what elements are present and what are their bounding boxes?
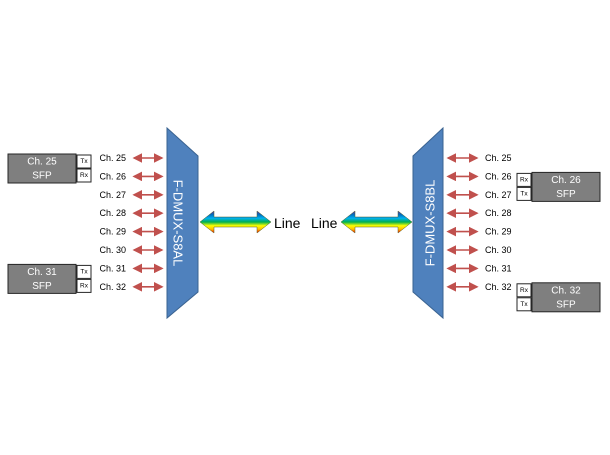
right-channel-label: Ch. 25 xyxy=(485,153,512,163)
right-sfp-channel: Ch. 32 xyxy=(551,285,581,296)
left-channel-row: Ch. 30 xyxy=(99,245,164,255)
right-mux-body xyxy=(412,126,444,320)
left-sfp-port-label: Rx xyxy=(80,282,89,289)
right-sfp-box xyxy=(531,171,601,202)
right-sfp-port xyxy=(516,283,532,298)
left-channel-label: Ch. 25 xyxy=(99,153,126,163)
left-channel-row: Ch. 28 xyxy=(99,208,164,218)
right-sfp-port-label: Tx xyxy=(520,301,528,308)
left-sfp-port xyxy=(76,264,92,279)
right-sfp-type: SFP xyxy=(556,299,576,310)
left-line-arrow xyxy=(199,210,272,234)
right-channel-label: Ch. 28 xyxy=(485,208,512,218)
left-channel-row: Ch. 32 xyxy=(99,282,164,292)
right-sfp-type: SFP xyxy=(556,189,576,200)
left-sfp-channel: Ch. 25 xyxy=(27,157,57,168)
right-sfp-port-label: Tx xyxy=(520,190,528,197)
right-channel-label: Ch. 27 xyxy=(485,190,512,200)
right-channel-row: Ch. 30 xyxy=(446,245,512,255)
right-channel-row: Ch. 27 xyxy=(446,190,512,200)
left-channel-label: Ch. 30 xyxy=(99,245,126,255)
left-channel-list: Ch. 25 Ch. 26 Ch. 27 Ch. 28 Ch. 29 Ch. 30 Ch. … xyxy=(99,153,164,292)
right-channel-label: Ch. 26 xyxy=(485,171,512,181)
right-sfp-port xyxy=(516,172,532,187)
right-channel-label: Ch. 31 xyxy=(485,263,512,273)
left-sfp-type: SFP xyxy=(32,281,52,292)
left-mux-label: F-DMUX-S8AL xyxy=(171,180,186,267)
left-channel-row: Ch. 29 xyxy=(99,227,164,237)
right-sfp-channel: Ch. 26 xyxy=(551,175,581,186)
right-sfp-port-label: Rx xyxy=(520,287,529,294)
left-sfp-channel: Ch. 31 xyxy=(27,267,57,278)
left-channel-row: Ch. 27 xyxy=(99,190,164,200)
right-channel-row: Ch. 26 xyxy=(446,171,512,181)
left-channel-row: Ch. 26 xyxy=(99,171,164,181)
left-sfp-box xyxy=(7,263,77,294)
left-line-label: Line xyxy=(274,215,301,231)
right-sfp-box xyxy=(531,282,601,313)
right-channel-label: Ch. 32 xyxy=(485,282,512,292)
right-sfp-port-label: Rx xyxy=(520,176,529,183)
left-channel-label: Ch. 26 xyxy=(99,171,126,181)
left-channel-row: Ch. 31 xyxy=(99,263,164,273)
right-channel-row: Ch. 31 xyxy=(446,263,512,273)
left-channel-row: Ch. 25 xyxy=(99,153,164,163)
left-channel-label: Ch. 32 xyxy=(99,282,126,292)
right-line-label: Line xyxy=(311,215,338,231)
left-sfp-port xyxy=(76,154,92,169)
right-channel-label: Ch. 30 xyxy=(485,245,512,255)
left-sfp-type: SFP xyxy=(32,171,52,182)
right-channel-label: Ch. 29 xyxy=(485,227,512,237)
left-sfp-port-label: Tx xyxy=(80,158,88,165)
right-line-arrow xyxy=(340,210,413,234)
right-sfp-port xyxy=(516,186,532,201)
left-sfp-port xyxy=(76,168,92,183)
left-sfp-port-label: Rx xyxy=(80,172,89,179)
right-mux-label: F-DMUX-S8BL xyxy=(423,180,438,267)
right-channel-row: Ch. 25 xyxy=(446,153,512,163)
left-channel-label: Ch. 27 xyxy=(99,190,126,200)
left-channel-label: Ch. 28 xyxy=(99,208,126,218)
left-channel-label: Ch. 29 xyxy=(99,227,126,237)
left-sfp-port-label: Tx xyxy=(80,268,88,275)
right-channel-row: Ch. 28 xyxy=(446,208,512,218)
right-channel-row: Ch. 32 xyxy=(446,282,512,292)
right-sfp-port xyxy=(516,297,532,312)
left-sfp-port xyxy=(76,278,92,293)
left-mux-body xyxy=(166,126,199,320)
left-sfp-box xyxy=(7,153,77,184)
right-channel-row: Ch. 29 xyxy=(446,227,512,237)
left-channel-label: Ch. 31 xyxy=(99,263,126,273)
right-channel-list: Ch. 25 Ch. 26 Ch. 27 Ch. 28 Ch. 29 Ch. 30 Ch. … xyxy=(446,153,512,292)
